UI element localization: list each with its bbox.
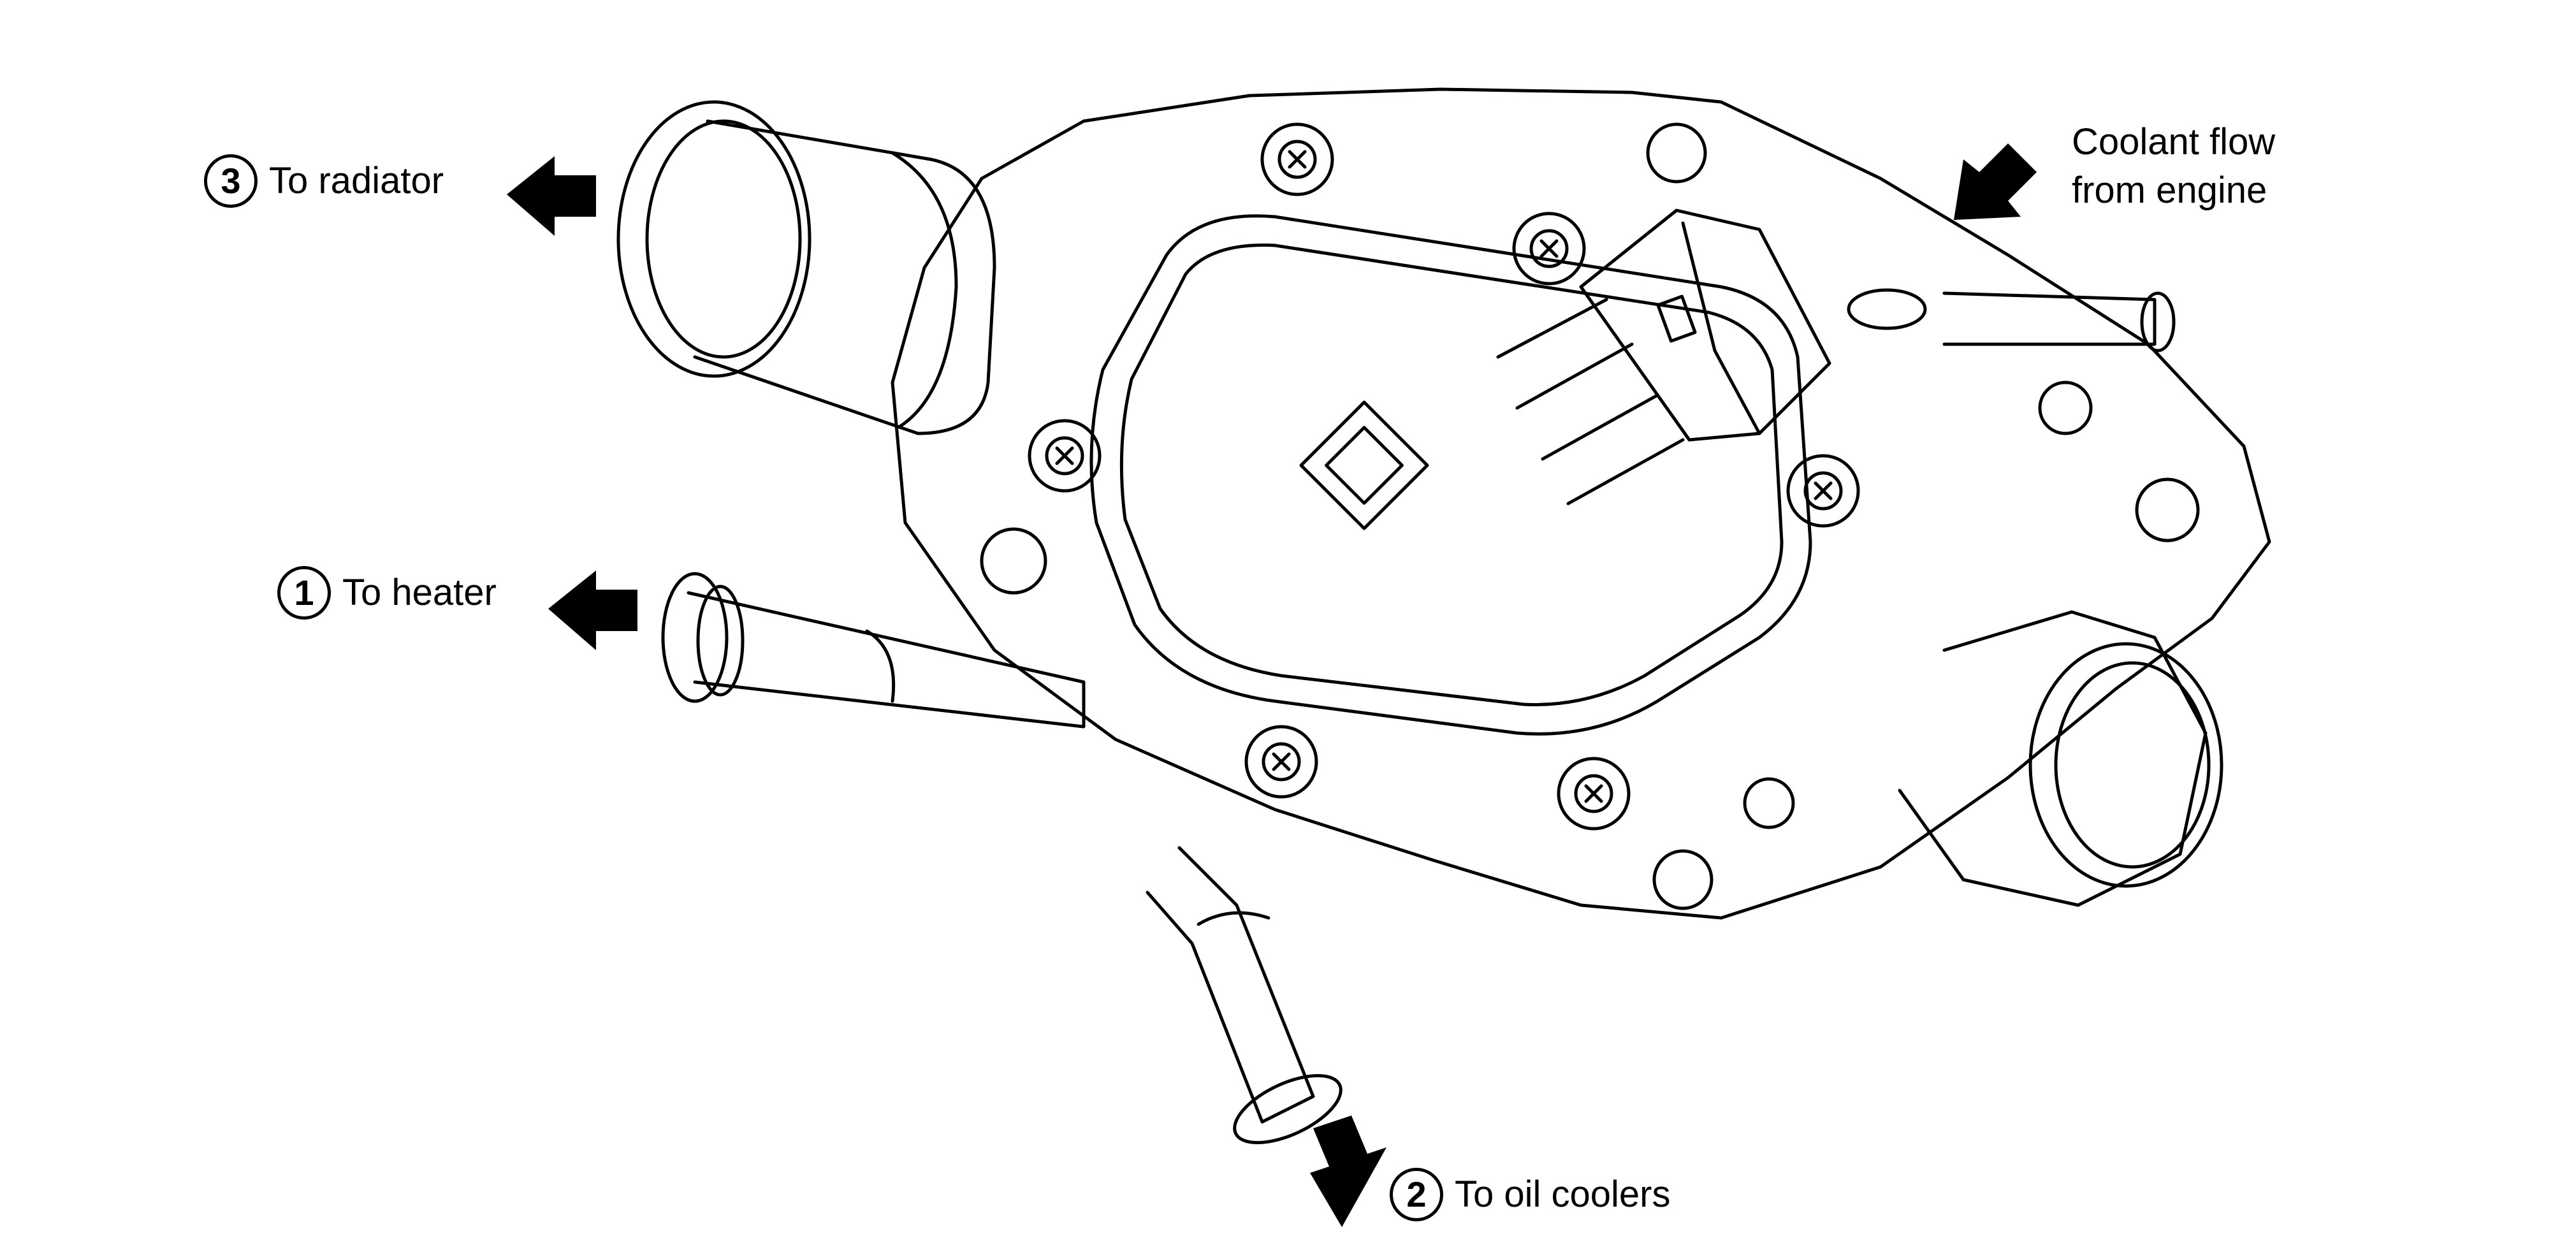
label-to-heater: 1 To heater	[277, 566, 497, 620]
callout-number-3: 3	[204, 154, 258, 208]
bolt-bottom-right	[1557, 757, 1631, 831]
label-to-heater-text: To heater	[342, 572, 497, 613]
arrow-to-radiator	[507, 156, 596, 236]
coolant-inlet-nipple	[1847, 288, 2176, 353]
housing-body-outline	[891, 87, 2271, 920]
callout-number-2: 2	[1390, 1168, 1443, 1221]
bolt-left	[1028, 419, 1102, 493]
label-to-radiator: 3 To radiator	[204, 154, 444, 208]
arrow-to-heater	[548, 571, 637, 650]
label-coolant-flow-line1: Coolant flow	[2072, 121, 2276, 163]
label-coolant-flow: Coolant flow from engine	[2072, 118, 2275, 215]
label-coolant-flow-line2: from engine	[2072, 170, 2267, 211]
oil-cooler-pipe	[1146, 846, 1343, 1145]
arrow-to-oil-coolers	[1310, 1116, 1386, 1227]
radiator-outlet-pipe	[616, 100, 996, 435]
heater-outlet-pipe	[661, 572, 1086, 729]
bolt-right	[1786, 454, 1860, 528]
connector-pins	[1496, 298, 1685, 505]
label-to-oil-coolers-text: To oil coolers	[1455, 1174, 1671, 1215]
bolt-bottom-left	[1244, 725, 1318, 799]
mounting-holes	[980, 122, 2200, 910]
bolt-upper-right	[1512, 212, 1586, 286]
cover-plate-inner	[1119, 244, 1784, 706]
bolt-top	[1260, 122, 1334, 196]
right-outlet-pipe	[1898, 610, 2223, 907]
callout-number-1: 1	[277, 566, 331, 620]
electrical-connector	[1579, 208, 1831, 442]
label-to-radiator-text: To radiator	[269, 160, 444, 201]
label-to-oil-coolers: 2 To oil coolers	[1390, 1168, 1670, 1221]
connector-latch	[1656, 294, 1697, 343]
arrow-coolant-in	[1954, 143, 2037, 220]
cover-diamond-mark	[1299, 400, 1429, 530]
cover-plate	[1089, 214, 1812, 736]
